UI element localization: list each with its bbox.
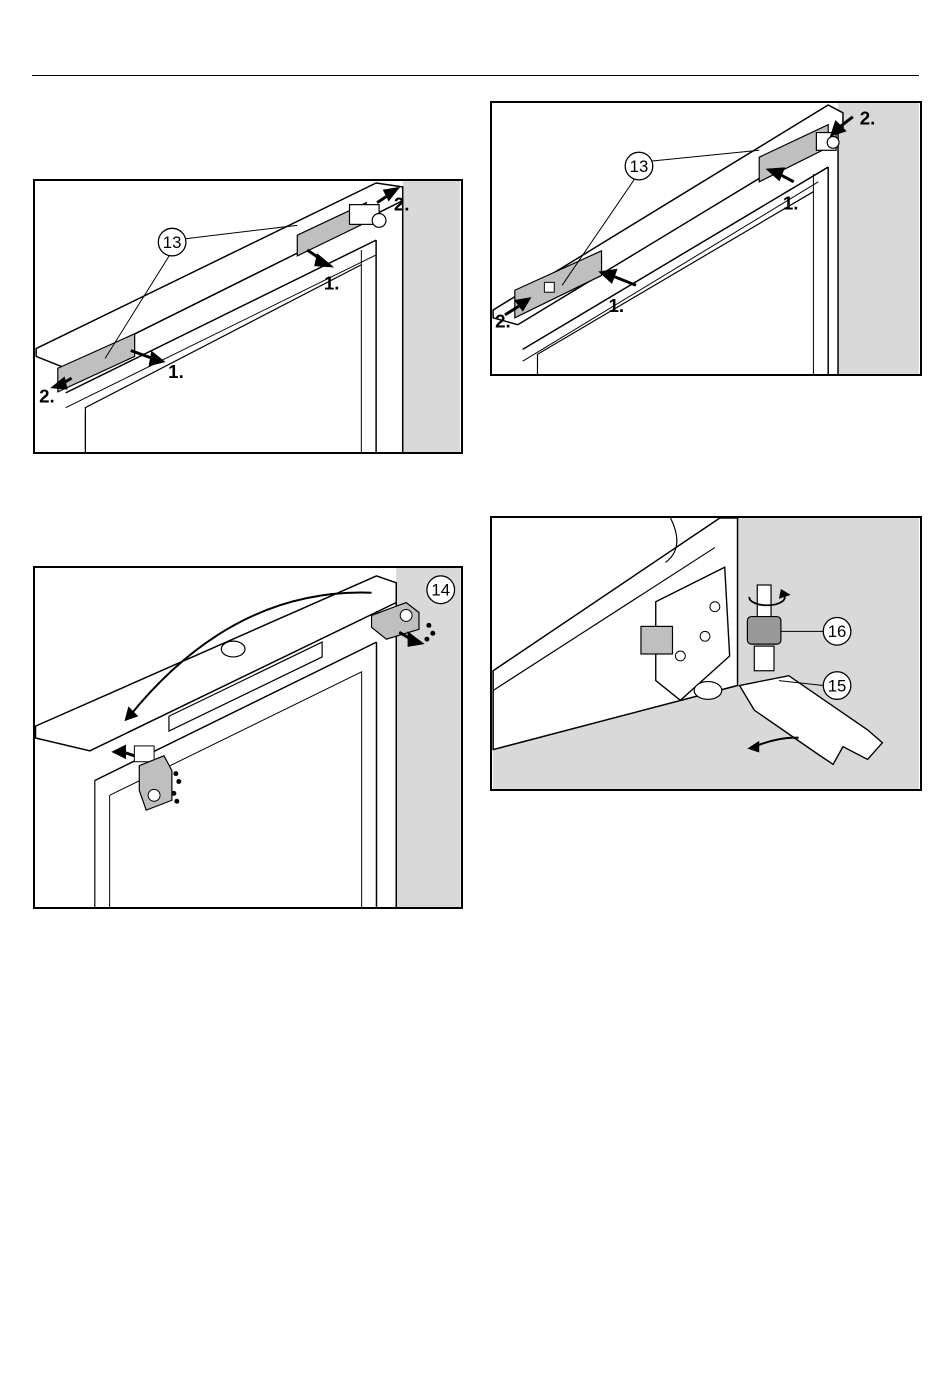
- figure-adjust-foot-drawing: 16 15: [492, 518, 920, 789]
- figure-adjust-foot: 16 15: [490, 516, 922, 791]
- left-hinge: [139, 756, 172, 810]
- header-rule: [32, 75, 919, 76]
- figure-move-hinge-drawing: 14: [35, 568, 461, 907]
- step-label: 1.: [608, 295, 624, 316]
- step-label: 2.: [394, 194, 410, 215]
- figure-remove-covers-drawing: 13 2. 1. 1. 2.: [35, 181, 461, 452]
- callout-13: 13: [630, 157, 649, 176]
- callout-13: 13: [163, 233, 182, 252]
- figure-refit-covers: 13 2. 1. 2. 1.: [490, 101, 922, 376]
- step-label: 1.: [168, 361, 184, 382]
- step-label: 2.: [860, 108, 876, 129]
- callout-15: 15: [828, 676, 847, 695]
- step-label: 1.: [324, 272, 340, 293]
- callout-16: 16: [828, 622, 847, 641]
- step-label: 2.: [495, 311, 511, 332]
- callout-14: 14: [431, 581, 450, 600]
- figure-move-hinge: 14: [33, 566, 463, 909]
- left-cover: [515, 251, 602, 318]
- figure-refit-covers-drawing: 13 2. 1. 2. 1.: [492, 103, 920, 374]
- step-label: 1.: [783, 192, 799, 213]
- foot-bolt: [757, 585, 771, 619]
- step-label: 2.: [39, 386, 55, 407]
- figure-remove-covers: 13 2. 1. 1. 2.: [33, 179, 463, 454]
